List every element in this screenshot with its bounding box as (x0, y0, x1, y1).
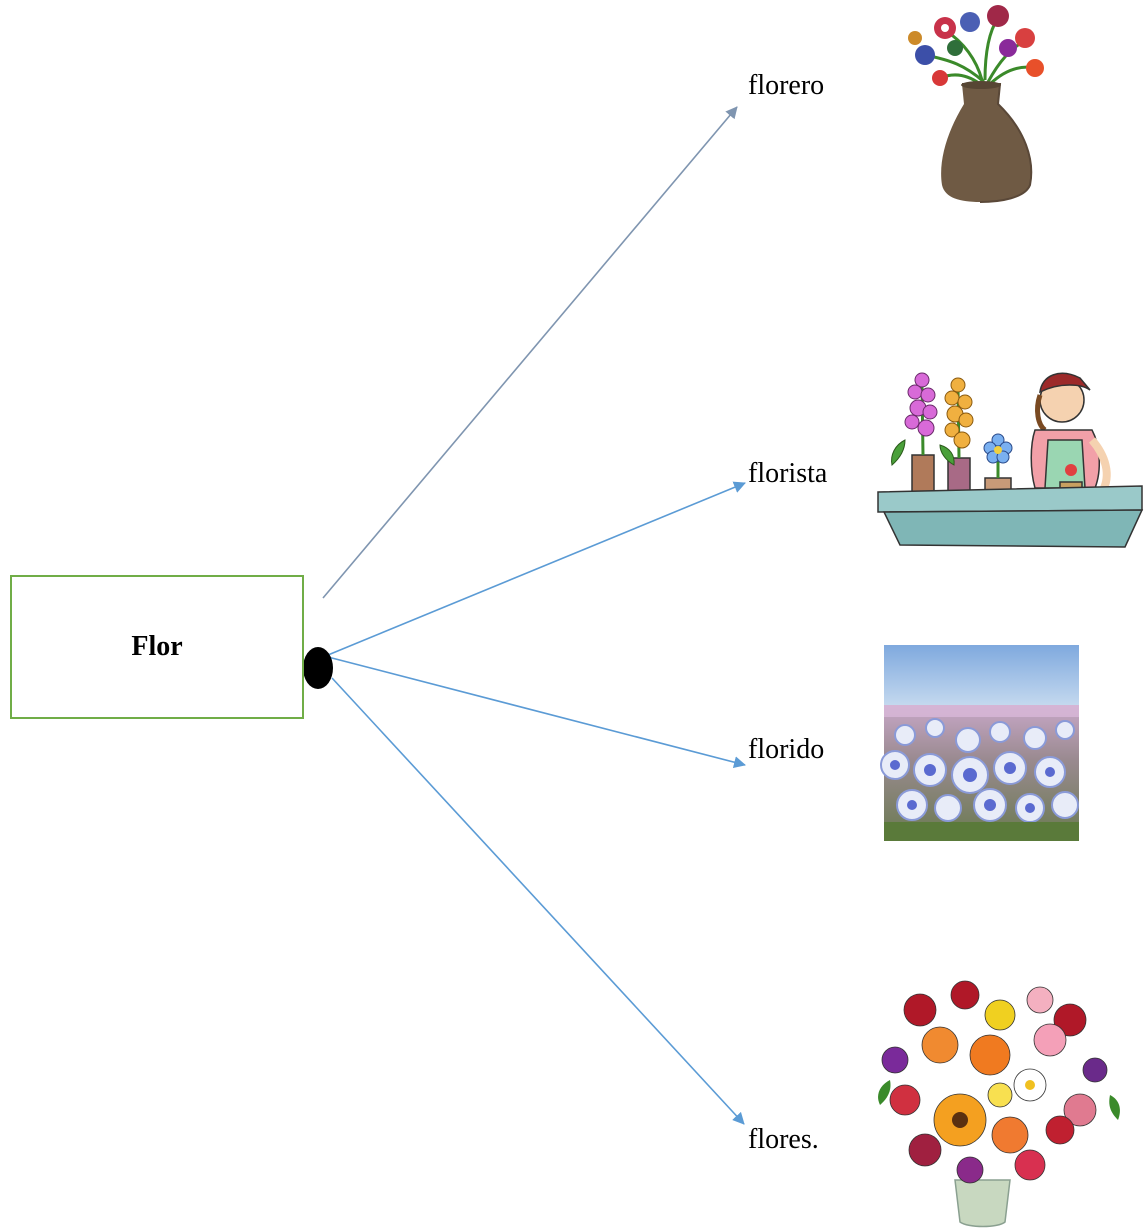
word-flores: flores. (748, 1124, 819, 1155)
word-florista: florista (748, 458, 828, 489)
crochet-flower-vase-image (908, 5, 1044, 203)
arrow-to-florero (322, 106, 738, 599)
word-florido: florido (748, 734, 825, 765)
blooming-flower-field-image (880, 645, 1079, 841)
flower-bouquet-image (878, 980, 1120, 1228)
arrow-to-florista (327, 481, 746, 656)
hub-dot (303, 647, 333, 689)
arrow-to-flores (331, 677, 745, 1125)
florist-cartoon-image (877, 372, 1144, 548)
word-florero: florero (748, 70, 825, 101)
root-concept-label: Flor (131, 631, 183, 662)
root-concept-box: Flor (10, 575, 304, 719)
arrow-to-florido (327, 656, 746, 769)
